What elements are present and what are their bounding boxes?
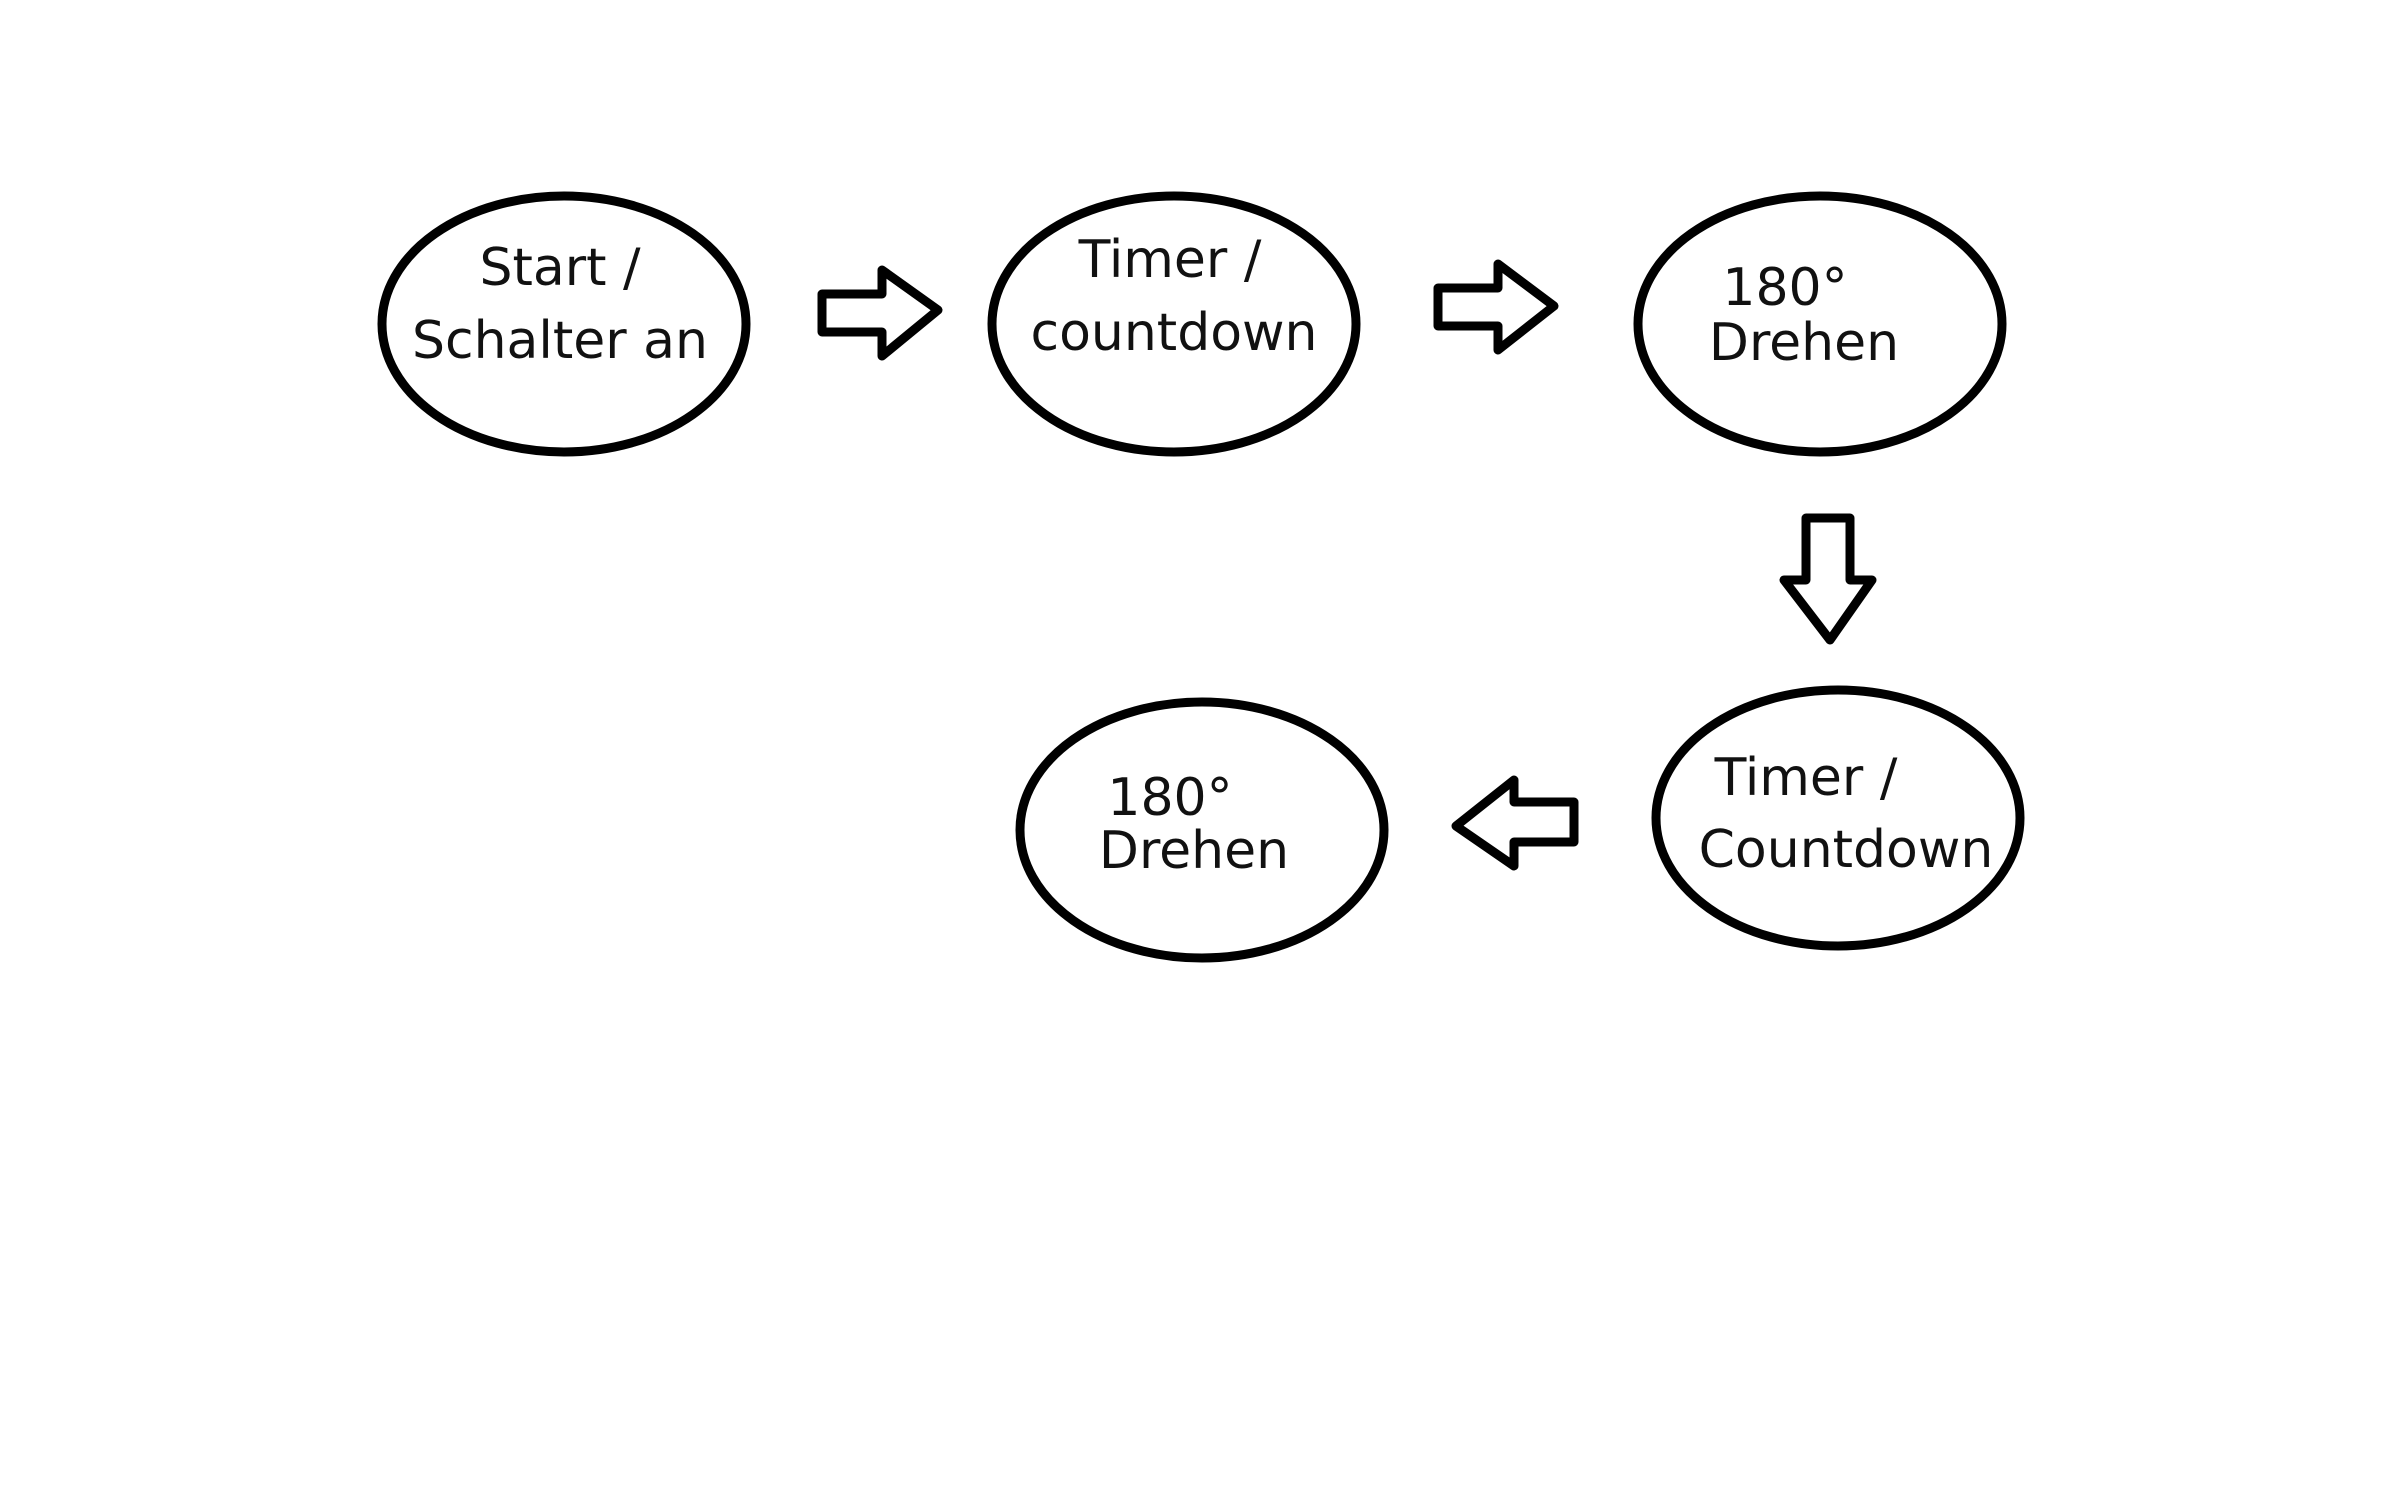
- node-rotate-2-label-line-1: 180°: [1107, 768, 1232, 828]
- arrow-down-icon: [1779, 513, 1877, 645]
- arrow-left-icon: [1451, 775, 1579, 871]
- node-timer-2-label-line-1: Timer /: [1714, 748, 1898, 808]
- node-rotate-2-label-line-2: Drehen: [1099, 821, 1289, 881]
- node-rotate-1-ellipse: [1633, 191, 2007, 457]
- node-rotate-1-label-line-2: Drehen: [1709, 313, 1899, 373]
- arrow-timer-1-to-rotate-1: [1433, 259, 1559, 355]
- node-rotate-1-label-line-1: 180°: [1722, 258, 1847, 318]
- node-timer-2: Timer / Countdown: [1651, 685, 2025, 951]
- node-rotate-2-ellipse: [1015, 697, 1389, 963]
- node-start: Start / Schalter an: [377, 191, 751, 457]
- arrow-start-to-timer-1: [817, 265, 943, 361]
- node-timer-2-ellipse: [1651, 685, 2025, 951]
- arrow-right-icon: [817, 265, 943, 361]
- arrow-rotate-1-to-timer-2: [1779, 513, 1877, 645]
- node-start-ellipse: [377, 191, 751, 457]
- node-timer-1-label-line-2: countdown: [1030, 303, 1317, 363]
- node-timer-1-label-line-1: Timer /: [1078, 230, 1262, 290]
- node-rotate-1: 180° Drehen: [1633, 191, 2007, 457]
- node-timer-2-label-line-2: Countdown: [1699, 820, 1994, 880]
- node-timer-1: Timer / countdown: [987, 191, 1361, 457]
- arrow-timer-2-to-rotate-2: [1451, 775, 1579, 871]
- arrow-right-icon: [1433, 259, 1559, 355]
- node-timer-1-ellipse: [987, 191, 1361, 457]
- node-rotate-2: 180° Drehen: [1015, 697, 1389, 963]
- node-start-label-line-1: Start /: [479, 238, 641, 298]
- node-start-label-line-2: Schalter an: [412, 311, 708, 371]
